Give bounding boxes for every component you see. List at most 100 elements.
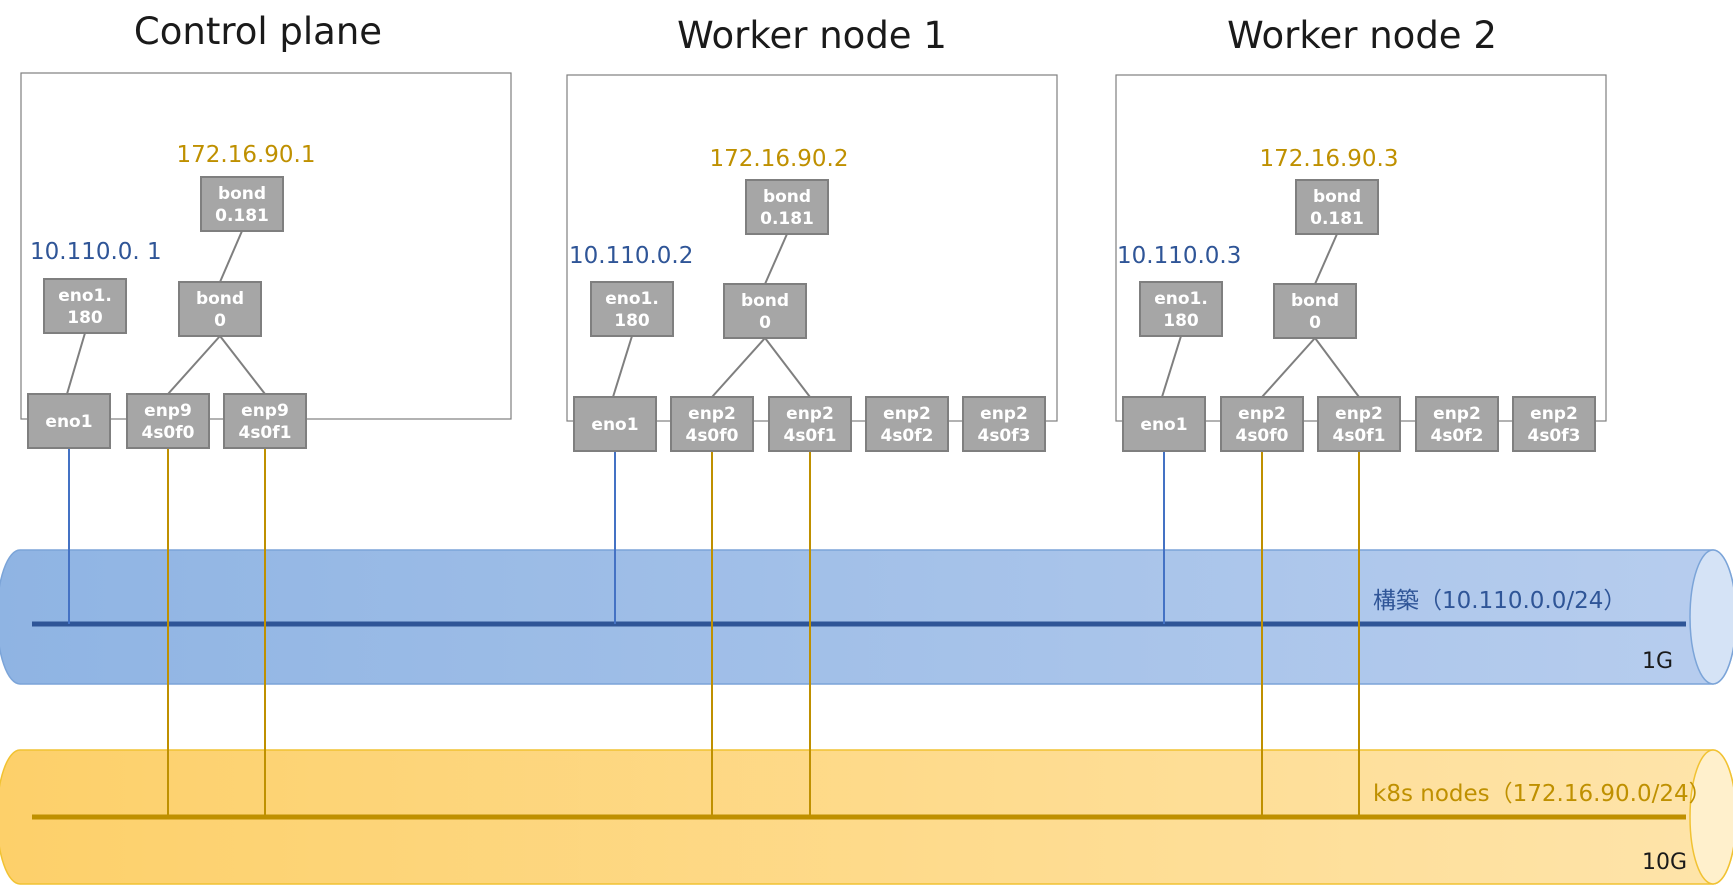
nic-port-box-1-label-1: enp2 (688, 404, 736, 424)
bond-ip-label: 172.16.90.2 (710, 146, 849, 172)
eno-vlan-box-label-1: eno1. (605, 289, 659, 309)
eno-port-box-rect (1122, 396, 1206, 452)
eno-vlan-box-rect (43, 278, 127, 334)
bond-box-label-1: bond (1291, 291, 1339, 311)
nic-port-box-2-label-2: 4s0f1 (238, 423, 291, 443)
bond-box-label-1: bond (196, 289, 244, 309)
bond-port2-connector (764, 337, 811, 398)
node-title: Worker node 1 (677, 14, 947, 57)
nic-port-box-2-rect (768, 396, 852, 452)
bond-box-label-2: 0 (1309, 313, 1321, 333)
nic-port-box-1-label-2: 4s0f0 (141, 423, 194, 443)
eno-port-box: eno1 (573, 396, 657, 452)
nic-port-box-4-rect (962, 396, 1046, 452)
node-title: Control plane (134, 10, 382, 53)
eno-vlan-box-label-1: eno1. (58, 286, 112, 306)
mgmt-ip-label: 10.110.0.2 (569, 243, 693, 269)
nic-port-box-4-rect (1512, 396, 1596, 452)
bond-vlan-box-label-2: 0.181 (760, 209, 814, 229)
eno-port-box-label: eno1 (591, 415, 638, 435)
bond-vlan-connector (764, 233, 788, 285)
bond-vlan-box-rect (745, 179, 829, 235)
eno-vlan-box-label-2: 180 (1163, 311, 1199, 331)
eno-vlan-box-rect (590, 281, 674, 337)
eno-port-box-rect (27, 393, 111, 449)
nic-port-box-2-label-1: enp9 (241, 401, 289, 421)
nic-port-box-1-label-1: enp9 (144, 401, 192, 421)
nic-port-box-4-label-2: 4s0f3 (1527, 426, 1580, 446)
node-title: Worker node 2 (1227, 14, 1497, 57)
vlan-eno-connector (66, 332, 86, 395)
nic-port-box-3-label-2: 4s0f2 (880, 426, 933, 446)
nic-port-box-1-label-1: enp2 (1238, 404, 1286, 424)
bond-box-rect (723, 283, 807, 339)
nic-port-box-1-rect (1220, 396, 1304, 452)
eno-vlan-box-label-2: 180 (614, 311, 650, 331)
eno-port-box-label: eno1 (1140, 415, 1187, 435)
nic-port-box-3-rect (865, 396, 949, 452)
nic-port-box-2-label-2: 4s0f1 (783, 426, 836, 446)
bond-vlan-box-label-1: bond (218, 184, 266, 204)
mgmt-ip-label: 10.110.0. 1 (30, 239, 162, 265)
bond-box-rect (1273, 283, 1357, 339)
eno-vlan-box: eno1.180 (1139, 281, 1223, 337)
eno-port-box: eno1 (1122, 396, 1206, 452)
nic-port-box-3-label-1: enp2 (883, 404, 931, 424)
nic-port-box-1-rect (126, 393, 210, 449)
uplink-lines (68, 448, 1360, 817)
mgmt-network-label: 構築（10.110.0.0/24） (1373, 588, 1626, 614)
nic-port-box-3-rect (1415, 396, 1499, 452)
bond-box-label-2: 0 (759, 313, 771, 333)
bond-vlan-connector (219, 230, 243, 283)
bond-vlan-box-rect (1295, 179, 1379, 235)
nic-port-box-3-label-1: enp2 (1433, 404, 1481, 424)
nic-port-box-4-label-2: 4s0f3 (977, 426, 1030, 446)
eno-vlan-box-rect (1139, 281, 1223, 337)
eno-vlan-box-label-2: 180 (67, 308, 103, 328)
vlan-eno-connector (1161, 335, 1182, 398)
bond-vlan-box-rect (200, 176, 284, 232)
nic-port-box-1-label-2: 4s0f0 (685, 426, 738, 446)
mgmt-network-speed: 1G (1642, 649, 1673, 674)
nic-port-box-2-label-1: enp2 (1335, 404, 1383, 424)
nic-port-box-1-rect (670, 396, 754, 452)
bond-box-label-1: bond (741, 291, 789, 311)
bond-box-label-2: 0 (214, 311, 226, 331)
bond-ip-label: 172.16.90.3 (1260, 146, 1399, 172)
bond-port2-connector (1314, 337, 1360, 398)
bond-vlan-box-label-1: bond (1313, 187, 1361, 207)
eno-port-box-label: eno1 (45, 412, 92, 432)
bond-vlan-connector (1314, 233, 1338, 285)
eno-port-box-rect (573, 396, 657, 452)
bond-vlan-box-label-2: 0.181 (215, 206, 269, 226)
bond-port1-connector (167, 335, 221, 395)
nic-port-box-1-label-2: 4s0f0 (1235, 426, 1288, 446)
nic-port-box-2-label-2: 4s0f1 (1332, 426, 1385, 446)
node-3: Worker node 2 172.16.90.3 10.110.0.3 bond0.… (1115, 14, 1607, 452)
k8s-network-label: k8s nodes（172.16.90.0/24） (1373, 781, 1712, 807)
bond-port1-connector (711, 337, 766, 398)
k8s-network-speed: 10G (1642, 850, 1687, 875)
bond-vlan-box-label-1: bond (763, 187, 811, 207)
nic-port-box-2-rect (223, 393, 307, 449)
vlan-eno-connector (612, 335, 633, 398)
nic-port-box-4-label-1: enp2 (980, 404, 1028, 424)
mgmt-ip-label: 10.110.0.3 (1117, 243, 1241, 269)
nic-port-box-2-label-1: enp2 (786, 404, 834, 424)
node-2: Worker node 1172.16.90.210.110.0.2bond0.… (566, 14, 1058, 452)
eno-vlan-box: eno1.180 (590, 281, 674, 337)
eno-vlan-box-label-1: eno1. (1154, 289, 1208, 309)
